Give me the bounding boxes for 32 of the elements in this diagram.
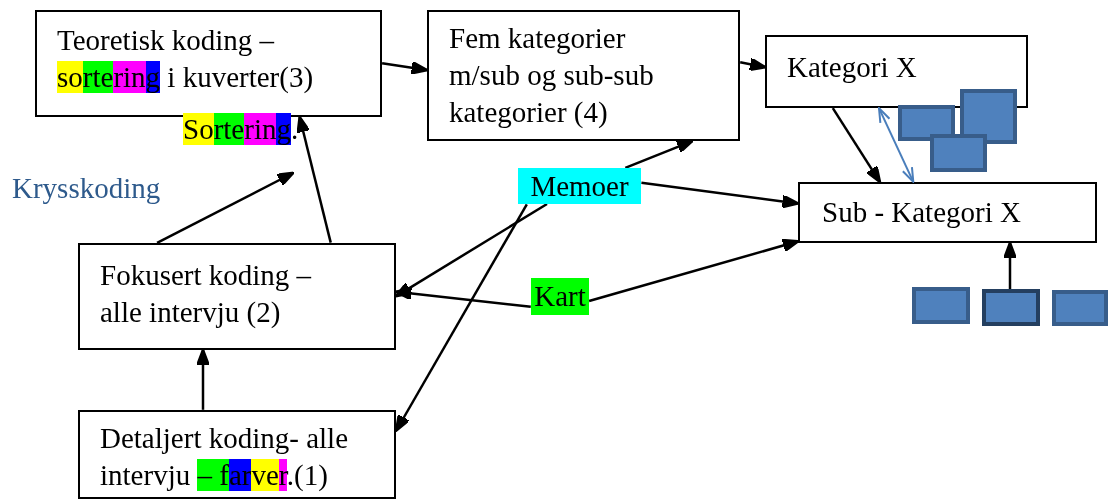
box-text: Fokusert koding – alle intervju (2) [100, 258, 313, 330]
arrow [641, 181, 800, 209]
box-text: Teoretisk koding – sortering i kuverter(3) [57, 23, 315, 95]
arrow [1003, 241, 1017, 289]
small-square [960, 89, 1017, 144]
highlighted-label: Memoer [518, 168, 641, 204]
arrow [381, 60, 429, 75]
arrow [739, 57, 767, 72]
small-square [912, 287, 970, 324]
box-text: Kategori X [787, 50, 918, 85]
small-square [982, 289, 1040, 326]
arrow [196, 348, 210, 410]
small-square [898, 105, 955, 141]
box-text: Sub - Kategori X [822, 195, 1022, 230]
arrow [156, 171, 295, 244]
arrow [588, 238, 800, 303]
process-box [35, 10, 382, 117]
process-box [78, 243, 396, 350]
box-text: Fem kategorier m/sub og sub-sub kategorier (4) [449, 21, 655, 130]
annotation-label: Krysskoding [12, 171, 161, 205]
small-square [930, 134, 987, 172]
highlighted-label: Kart [531, 278, 589, 315]
process-box [798, 182, 1097, 243]
arrow [831, 107, 882, 184]
highlighted-label: Sortering. [183, 112, 299, 146]
small-square [1052, 290, 1108, 326]
arrow [624, 139, 695, 170]
process-box [765, 35, 1028, 108]
arrow [296, 115, 332, 243]
process-box [78, 410, 396, 499]
arrow [878, 107, 915, 183]
process-box [427, 10, 740, 141]
